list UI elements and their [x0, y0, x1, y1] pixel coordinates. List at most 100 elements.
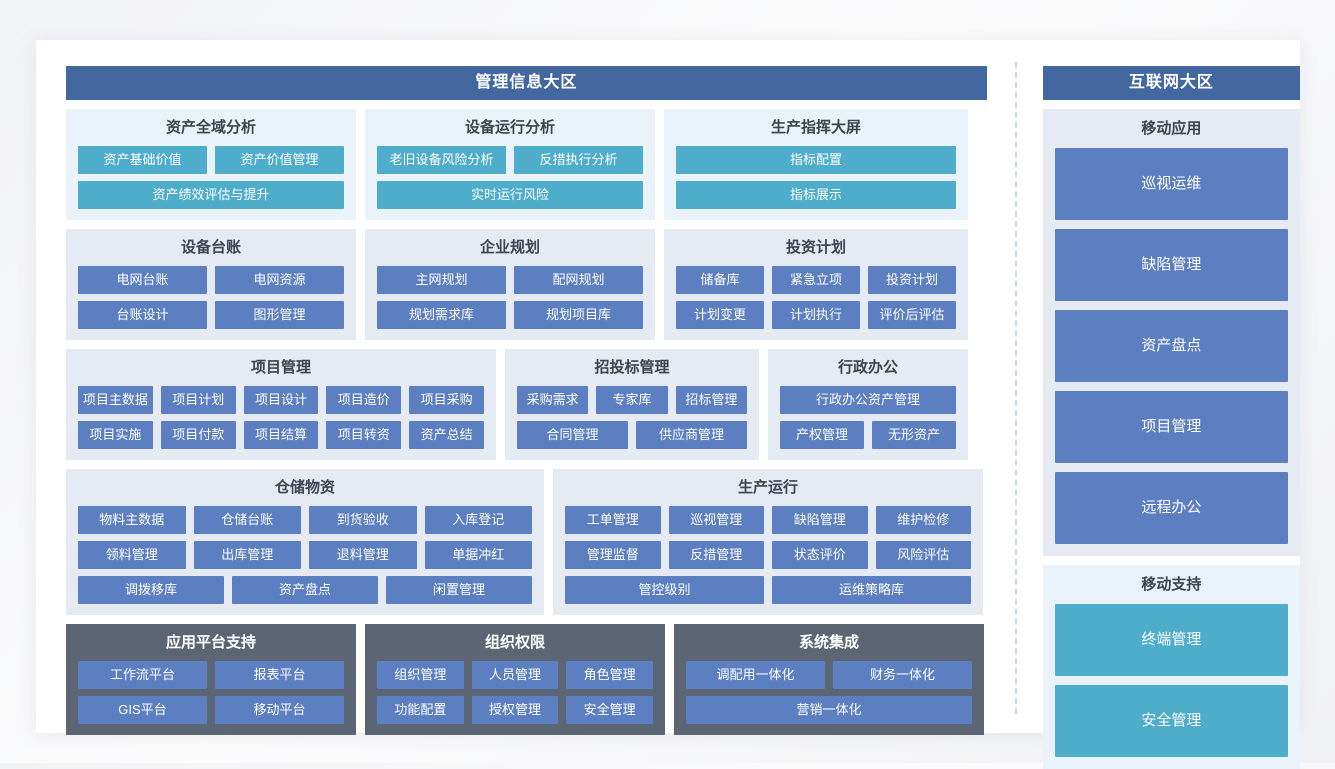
module-button[interactable]: 到货验收: [309, 506, 417, 534]
mobile-app-button[interactable]: 巡视运维: [1054, 148, 1288, 220]
module-button[interactable]: 项目造价: [326, 386, 402, 414]
module-button[interactable]: 招标管理: [675, 386, 747, 414]
module-button[interactable]: 项目采购: [409, 386, 484, 414]
module-button[interactable]: 移动平台: [215, 696, 344, 724]
module-button[interactable]: 领料管理: [78, 541, 186, 569]
module-button[interactable]: 组织管理: [377, 661, 464, 689]
module-button[interactable]: 行政办公资产管理: [780, 386, 956, 414]
module-button[interactable]: 规划项目库: [514, 301, 643, 329]
module-button[interactable]: 单据冲红: [424, 541, 532, 569]
module-button[interactable]: 管理监督: [565, 541, 661, 569]
module-group: 设备运行分析老旧设备风险分析反措执行分析实时运行风险: [365, 109, 655, 220]
module-button[interactable]: 资产总结: [409, 421, 484, 449]
module-button-row: 主网规划配网规划: [377, 266, 643, 294]
module-button[interactable]: 指标配置: [676, 146, 956, 174]
module-button[interactable]: 项目主数据: [78, 386, 153, 414]
module-button[interactable]: 合同管理: [517, 421, 628, 449]
module-button[interactable]: 工单管理: [565, 506, 661, 534]
module-button[interactable]: 紧急立项: [772, 266, 860, 294]
module-button-row: 储备库紧急立项投资计划: [676, 266, 956, 294]
module-group: 投资计划储备库紧急立项投资计划计划变更计划执行评价后评估: [664, 229, 968, 340]
module-button[interactable]: 电网台账: [78, 266, 207, 294]
module-button[interactable]: 缺陷管理: [772, 506, 868, 534]
module-button[interactable]: 计划变更: [676, 301, 764, 329]
module-button[interactable]: 授权管理: [471, 696, 559, 724]
module-button[interactable]: 储备库: [676, 266, 764, 294]
module-button[interactable]: 项目付款: [160, 421, 236, 449]
module-button[interactable]: 资产绩效评估与提升: [78, 181, 344, 209]
module-group-title: 招投标管理: [594, 359, 670, 376]
module-button[interactable]: 报表平台: [215, 661, 344, 689]
module-button[interactable]: 资产基础价值: [78, 146, 207, 174]
band-row: 项目管理项目主数据项目计划项目设计项目造价项目采购项目实施项目付款项目结算项目转…: [66, 349, 987, 460]
module-group: 生产运行工单管理巡视管理缺陷管理维护检修管理监督反措管理状态评价风险评估管控级别…: [553, 469, 983, 615]
module-button[interactable]: 入库登记: [424, 506, 532, 534]
mobile-app-button[interactable]: 项目管理: [1054, 391, 1288, 463]
module-button-row: 领料管理出库管理退料管理单据冲红: [78, 541, 532, 569]
module-button[interactable]: 调配用一体化: [686, 661, 825, 689]
module-button[interactable]: 人员管理: [471, 661, 559, 689]
module-button[interactable]: 反措执行分析: [514, 146, 643, 174]
zone-divider: [1014, 62, 1017, 714]
module-button[interactable]: 状态评价: [772, 541, 868, 569]
mobile-app-button[interactable]: 缺陷管理: [1054, 229, 1288, 301]
module-group-title: 企业规划: [479, 239, 540, 256]
module-button[interactable]: 维护检修: [875, 506, 971, 534]
module-button[interactable]: 调拨移库: [78, 576, 224, 604]
module-button[interactable]: 电网资源: [215, 266, 344, 294]
module-button[interactable]: 项目实施: [78, 421, 153, 449]
module-button-row: 资产基础价值资产价值管理: [78, 146, 344, 174]
module-button[interactable]: 项目转资: [326, 421, 402, 449]
module-button[interactable]: 管控级别: [565, 576, 764, 604]
module-button[interactable]: 运维策略库: [772, 576, 971, 604]
module-button[interactable]: 工作流平台: [78, 661, 207, 689]
module-button[interactable]: 计划执行: [772, 301, 860, 329]
module-button[interactable]: 配网规划: [514, 266, 643, 294]
module-button[interactable]: 项目设计: [243, 386, 319, 414]
module-button[interactable]: 供应商管理: [636, 421, 747, 449]
module-button[interactable]: 采购需求: [517, 386, 589, 414]
module-button[interactable]: 主网规划: [377, 266, 506, 294]
module-group: 设备台账电网台账电网资源台账设计图形管理: [66, 229, 356, 340]
module-button[interactable]: 物料主数据: [78, 506, 186, 534]
mobile-app-button[interactable]: 安全管理: [1054, 685, 1288, 757]
module-button-row: 资产绩效评估与提升: [78, 181, 344, 209]
module-button[interactable]: 出库管理: [193, 541, 301, 569]
module-button[interactable]: 评价后评估: [868, 301, 956, 329]
module-button[interactable]: 财务一体化: [833, 661, 972, 689]
module-button[interactable]: 巡视管理: [668, 506, 764, 534]
module-button[interactable]: 项目结算: [243, 421, 319, 449]
mobile-app-button[interactable]: 终端管理: [1054, 604, 1288, 676]
module-button[interactable]: GIS平台: [78, 696, 207, 724]
band-row: 仓储物资物料主数据仓储台账到货验收入库登记领料管理出库管理退料管理单据冲红调拨移…: [66, 469, 987, 615]
module-button[interactable]: 资产价值管理: [215, 146, 344, 174]
mobile-app-button[interactable]: 资产盘点: [1054, 310, 1288, 382]
module-button[interactable]: 功能配置: [377, 696, 464, 724]
module-button[interactable]: 仓储台账: [193, 506, 301, 534]
module-button[interactable]: 老旧设备风险分析: [377, 146, 506, 174]
module-button[interactable]: 实时运行风险: [377, 181, 643, 209]
module-button-row: 项目主数据项目计划项目设计项目造价项目采购: [78, 386, 484, 414]
module-button[interactable]: 角色管理: [566, 661, 654, 689]
module-button[interactable]: 规划需求库: [377, 301, 506, 329]
module-button[interactable]: 安全管理: [566, 696, 654, 724]
module-button[interactable]: 产权管理: [780, 421, 864, 449]
module-button[interactable]: 指标展示: [676, 181, 956, 209]
module-button[interactable]: 风险评估: [875, 541, 971, 569]
module-button[interactable]: 台账设计: [78, 301, 207, 329]
module-button[interactable]: 图形管理: [215, 301, 344, 329]
module-button[interactable]: 营销一体化: [686, 696, 972, 724]
module-button[interactable]: 退料管理: [309, 541, 417, 569]
module-group-title: 应用平台支持: [165, 634, 256, 651]
module-button[interactable]: 无形资产: [872, 421, 956, 449]
module-button[interactable]: 闲置管理: [386, 576, 532, 604]
module-button[interactable]: 资产盘点: [232, 576, 378, 604]
module-button[interactable]: 投资计划: [868, 266, 956, 294]
module-button-row: 营销一体化: [686, 696, 972, 724]
module-button[interactable]: 项目计划: [160, 386, 236, 414]
module-button-row: 管理监督反措管理状态评价风险评估: [565, 541, 971, 569]
module-group-title: 项目管理: [250, 359, 311, 376]
mobile-app-button[interactable]: 远程办公: [1054, 472, 1288, 544]
module-button[interactable]: 专家库: [596, 386, 668, 414]
module-button[interactable]: 反措管理: [668, 541, 764, 569]
